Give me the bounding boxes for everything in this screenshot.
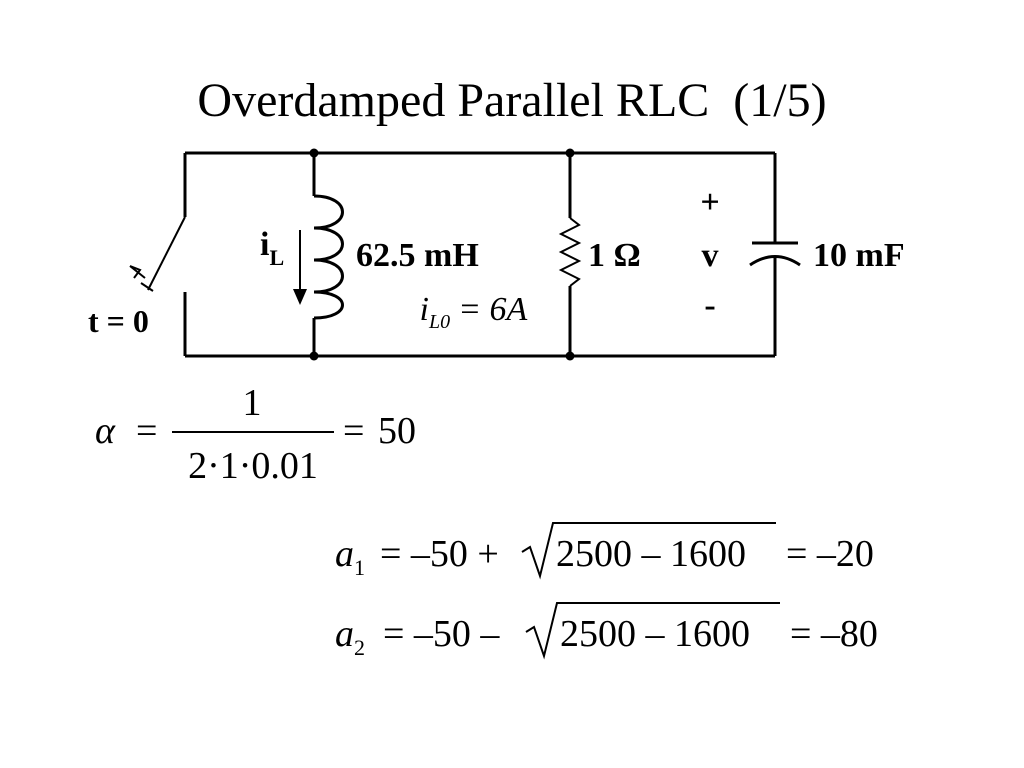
junction-dot: [309, 351, 319, 361]
inductor-value: 62.5 mH: [356, 237, 479, 274]
switch-motion-arrow-shaft: [129, 265, 146, 279]
initial-current-equation: iL0= 6A: [360, 291, 570, 333]
junction-dot: [565, 351, 575, 361]
a1-radicand: 2500 – 1600: [556, 533, 746, 575]
inductor-current-label: iL: [260, 226, 284, 270]
switch-hinge-mark: [140, 282, 154, 292]
radical-sign-icon: [521, 522, 776, 580]
alpha-equation: α = 1 2·1·0.01 = 50: [95, 382, 416, 487]
voltage-label: v: [702, 237, 719, 274]
resistor-zigzag: [558, 217, 582, 287]
a2-radicand: 2500 – 1600: [560, 613, 750, 655]
a1-result: = –20: [786, 533, 874, 575]
switch-blade: [147, 216, 186, 291]
junction-dot: [309, 148, 319, 158]
slide-title: Overdamped Parallel RLC (1/5): [197, 74, 826, 127]
capacitor-value: 10 mF: [813, 237, 905, 274]
a1-expression-start: = –50 +: [380, 533, 499, 575]
voltage-minus-sign: -: [704, 287, 715, 324]
a2-equation: a2 = –50 – 2500 – 1600 = –80: [335, 602, 878, 660]
circuit-diagram: t = 0 iL 62.5 mH iL0= 6A 1 Ω + v - 10 mF: [88, 148, 905, 361]
a2-variable: a2: [335, 613, 365, 660]
alpha-denominator: 2·1·0.01: [188, 445, 318, 487]
voltage-plus-sign: +: [700, 184, 719, 221]
a1-variable: a1: [335, 533, 365, 580]
junction-dot: [565, 148, 575, 158]
switch-label: t = 0: [88, 303, 149, 339]
alpha-symbol: α: [95, 410, 116, 452]
radical-sign-icon: [525, 602, 780, 660]
alpha-equals: =: [136, 410, 157, 452]
alpha-result: 50: [378, 410, 416, 452]
current-arrow-icon: [293, 289, 307, 305]
switch-motion-arrow-icon: [129, 265, 142, 279]
alpha-equals-result: =: [343, 410, 364, 452]
a2-result: = –80: [790, 613, 878, 655]
inductor-coil: [313, 194, 344, 320]
a1-equation: a1 = –50 + 2500 – 1600 = –20: [335, 522, 874, 580]
a2-expression-start: = –50 –: [383, 613, 500, 655]
alpha-numerator: 1: [243, 382, 262, 424]
resistor-value: 1 Ω: [588, 237, 641, 274]
